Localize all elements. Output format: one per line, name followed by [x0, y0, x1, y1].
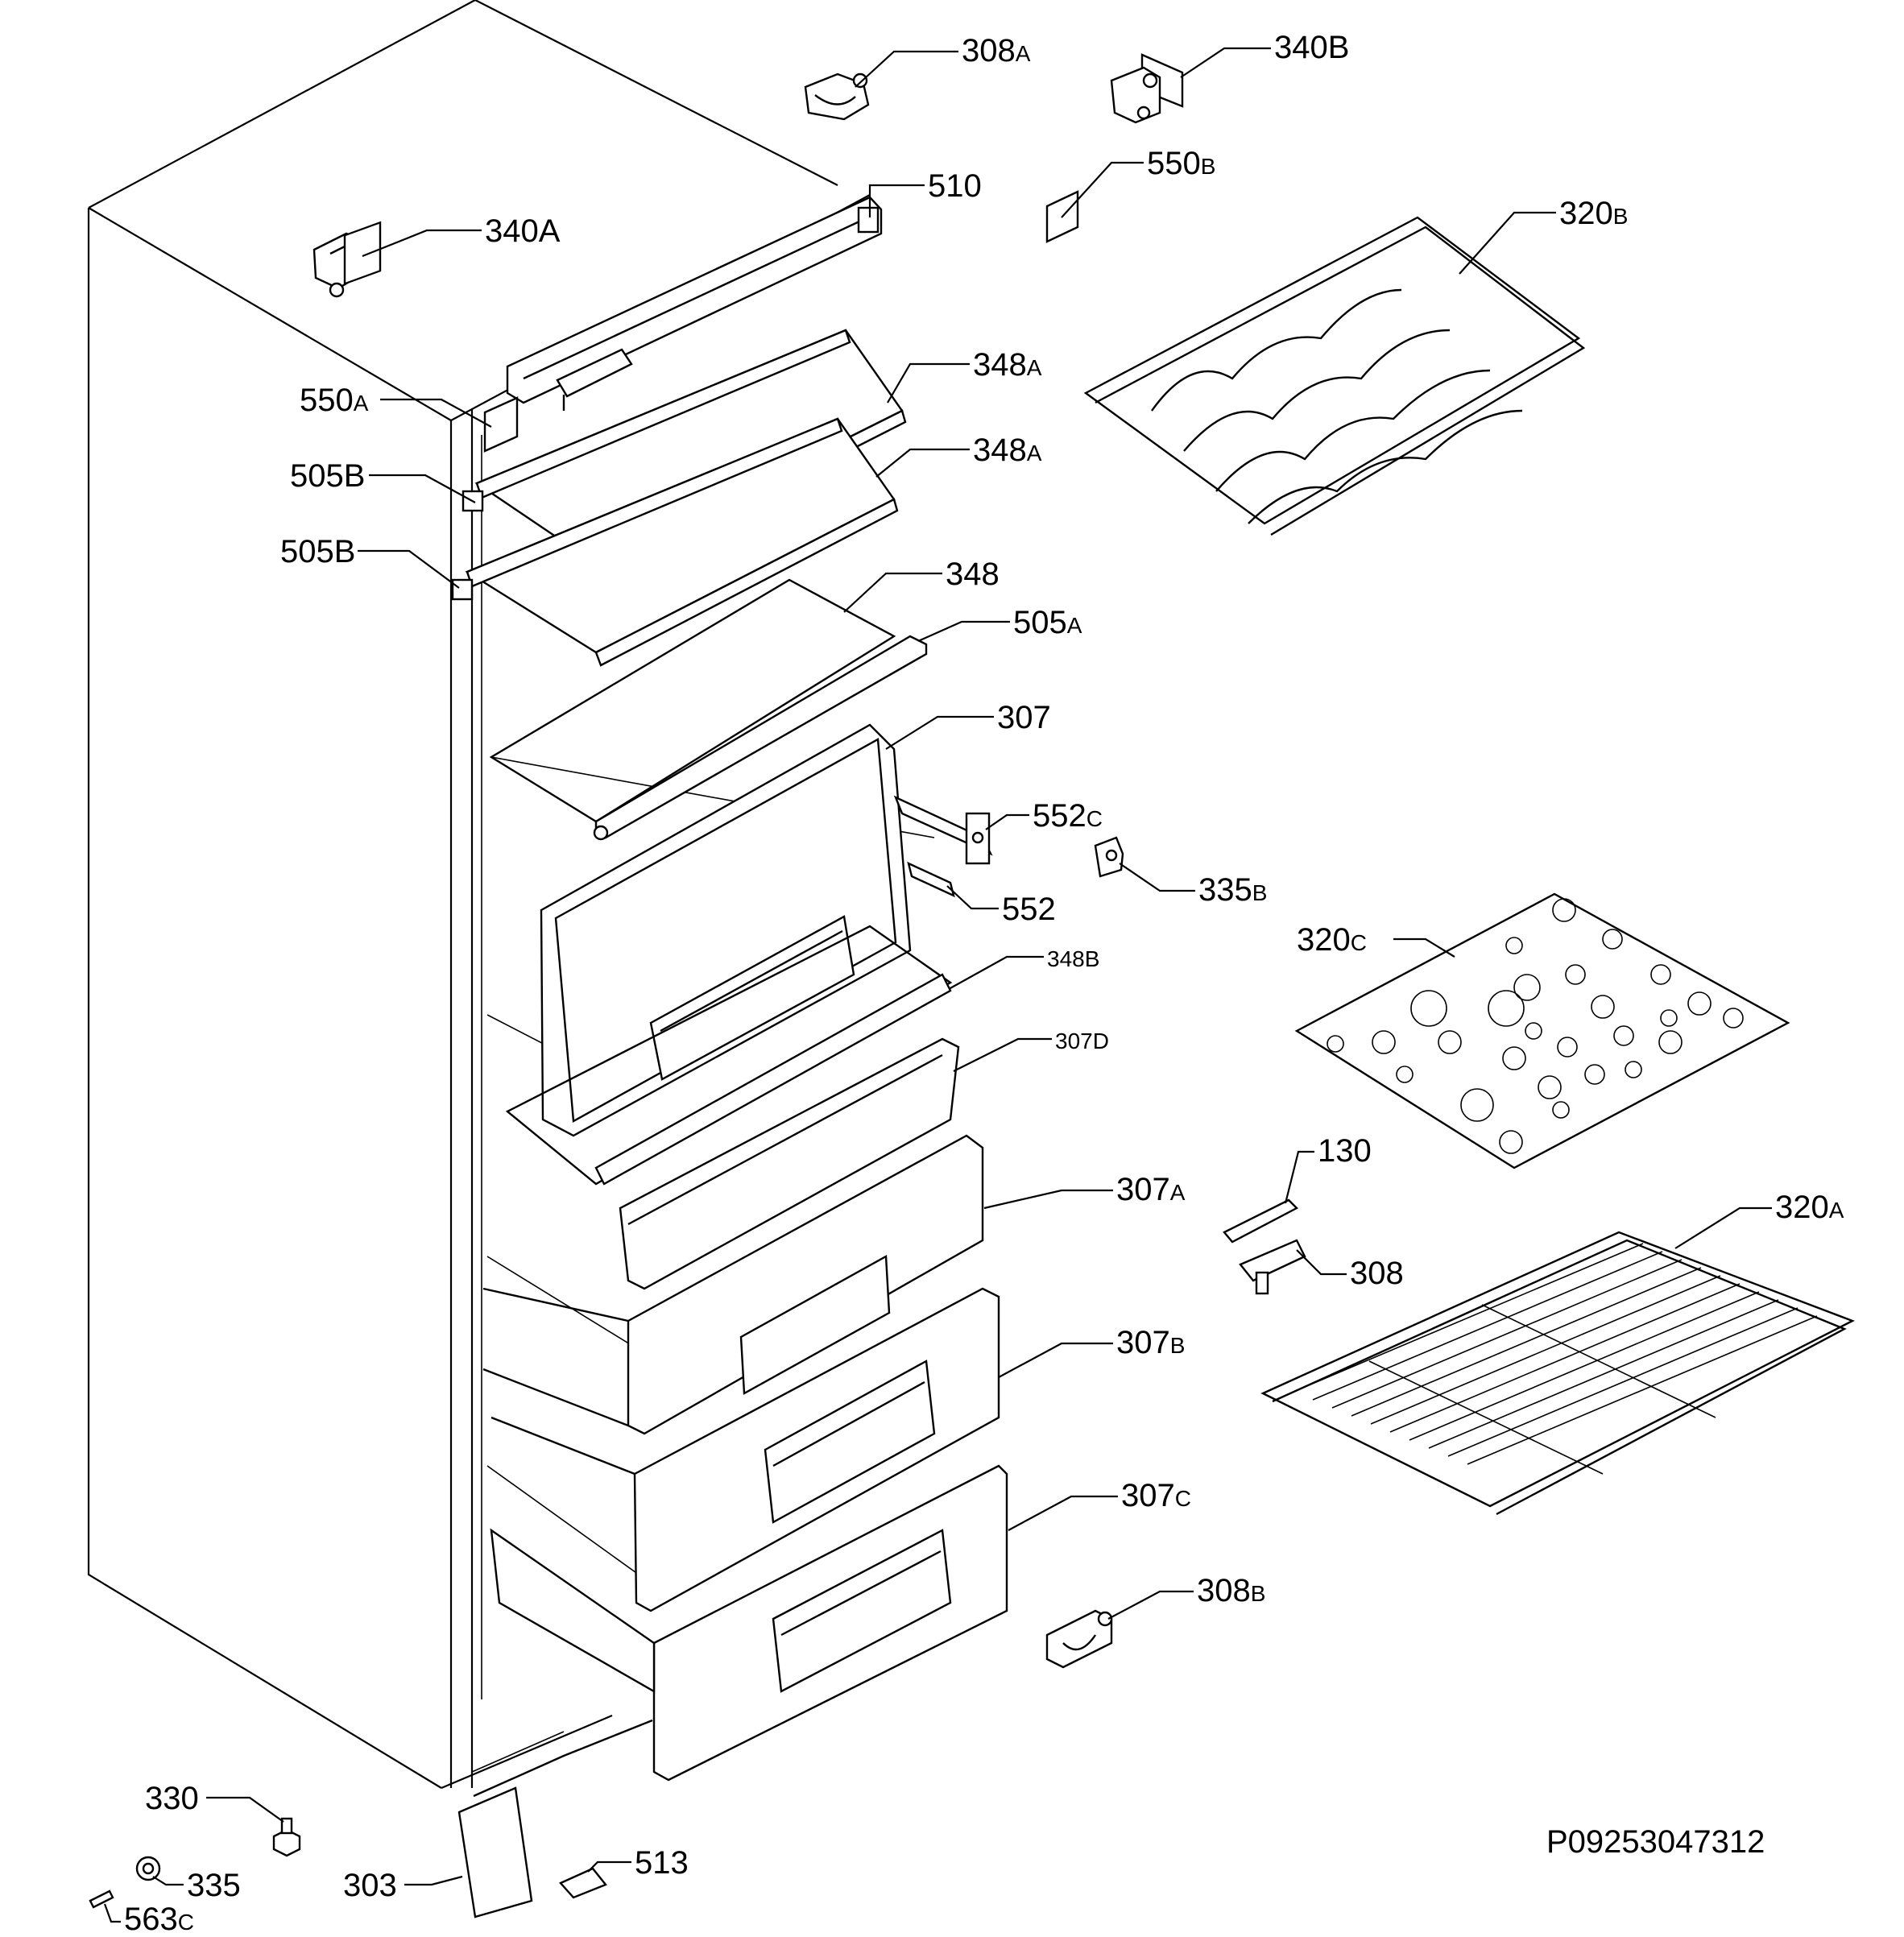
- callout-563c: 563C: [124, 1902, 194, 1933]
- callout-552: 552: [1002, 892, 1056, 927]
- callout-348a-2: 348A: [973, 433, 1042, 468]
- callout-303: 303: [343, 1868, 397, 1903]
- callout-340a: 340A: [485, 213, 561, 249]
- shelf-348b-part: [505, 925, 953, 1186]
- callout-335b: 335B: [1198, 872, 1267, 908]
- shelf-320c-part: [1294, 892, 1790, 1169]
- top-trim-510-part: [506, 196, 883, 411]
- sticker-550a-part: [483, 396, 519, 453]
- wine-rack-320b-part: [1083, 216, 1586, 536]
- drawer-307-part: [540, 723, 912, 1137]
- drawing-code: P09253047312: [1546, 1824, 1765, 1860]
- callout-307a: 307A: [1116, 1172, 1186, 1207]
- callout-307: 307: [997, 700, 1051, 735]
- callout-308b: 308B: [1197, 1573, 1265, 1608]
- hinge-308-part: [1239, 1239, 1306, 1295]
- hinge-340b-part: [1110, 53, 1184, 124]
- callout-513: 513: [635, 1845, 689, 1881]
- shelf-348a-lower-part: [451, 417, 899, 667]
- rail-552-part: [907, 861, 955, 898]
- shelf-front-505a-part: [593, 635, 928, 841]
- callout-505b-2: 505B: [280, 534, 355, 569]
- drawer-307d-part: [619, 1037, 960, 1290]
- hinge-130-part: [1223, 1198, 1299, 1244]
- drawer-307c-part: [490, 1464, 1008, 1782]
- callout-348a-1: 348A: [973, 347, 1042, 383]
- hinge-340a-part: [313, 221, 382, 298]
- foot-330-part: [272, 1817, 301, 1857]
- callout-505b-1: 505B: [290, 458, 365, 494]
- callout-330: 330: [145, 1781, 199, 1816]
- callout-550a: 550A: [300, 383, 369, 418]
- hinge-308b-part: [1045, 1609, 1113, 1669]
- callout-320a: 320A: [1775, 1190, 1844, 1225]
- callout-340b: 340B: [1274, 30, 1349, 65]
- hinge-308a-part: [804, 72, 870, 121]
- callout-505a: 505A: [1013, 605, 1082, 640]
- callout-308a: 308A: [962, 33, 1031, 68]
- callout-labels: 308A 340B 510 550B 340A 320B 550A 348A 5…: [124, 30, 1844, 1937]
- callout-552c: 552C: [1033, 798, 1103, 834]
- clip-335b-part: [1094, 836, 1124, 878]
- callout-550b: 550B: [1147, 146, 1215, 181]
- wire-shelf-320a-part: [1260, 1231, 1855, 1516]
- callout-307d: 307D: [1055, 1029, 1109, 1053]
- callout-308: 308: [1350, 1256, 1404, 1291]
- clip-513-part: [559, 1867, 607, 1899]
- cabinet-body: [87, 0, 935, 1790]
- callout-348: 348: [946, 557, 1000, 592]
- plinth-303-part: [457, 1719, 653, 1918]
- leader-lines: [103, 47, 1772, 1923]
- callout-335: 335: [187, 1868, 241, 1903]
- drawer-307b-part: [490, 1287, 1000, 1612]
- callout-320c: 320C: [1297, 922, 1367, 958]
- drawer-307a-part: [482, 1134, 984, 1435]
- shelf-348-part: [489, 578, 896, 823]
- roller-335-part: [135, 1856, 161, 1881]
- callout-307b: 307B: [1116, 1325, 1185, 1360]
- callout-307c: 307C: [1121, 1478, 1191, 1513]
- callout-320b: 320B: [1559, 196, 1628, 231]
- callout-348b: 348B: [1047, 946, 1099, 971]
- pin-563c-part: [89, 1889, 114, 1909]
- callout-130: 130: [1318, 1133, 1372, 1169]
- callout-510: 510: [928, 168, 982, 204]
- rail-552c-part: [893, 795, 993, 865]
